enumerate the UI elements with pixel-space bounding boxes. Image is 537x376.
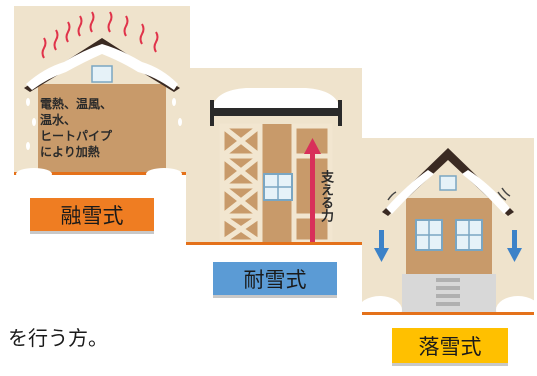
melt-snow-label: 融雪式 xyxy=(30,198,154,234)
body-text: を行う方。 xyxy=(8,326,108,350)
arrow-up-icon xyxy=(304,138,321,154)
support-force-label: 支える力 xyxy=(318,170,333,222)
drop-snow-panel xyxy=(362,138,534,322)
resist-snow-label: 耐雪式 xyxy=(213,262,337,298)
arrow-down-icon xyxy=(374,230,522,262)
heat-waves-icon xyxy=(41,11,159,59)
melt-snow-panel xyxy=(14,6,190,190)
drop-house-illustration xyxy=(362,148,534,322)
drop-snow-label: 落雪式 xyxy=(392,328,508,366)
resist-house-illustration xyxy=(186,88,362,254)
melt-method-note: 電熱、温風、 温水、 ヒートパイプ により加熱 xyxy=(40,97,113,159)
melt-house-illustration xyxy=(14,11,190,190)
resist-snow-panel xyxy=(186,68,362,254)
